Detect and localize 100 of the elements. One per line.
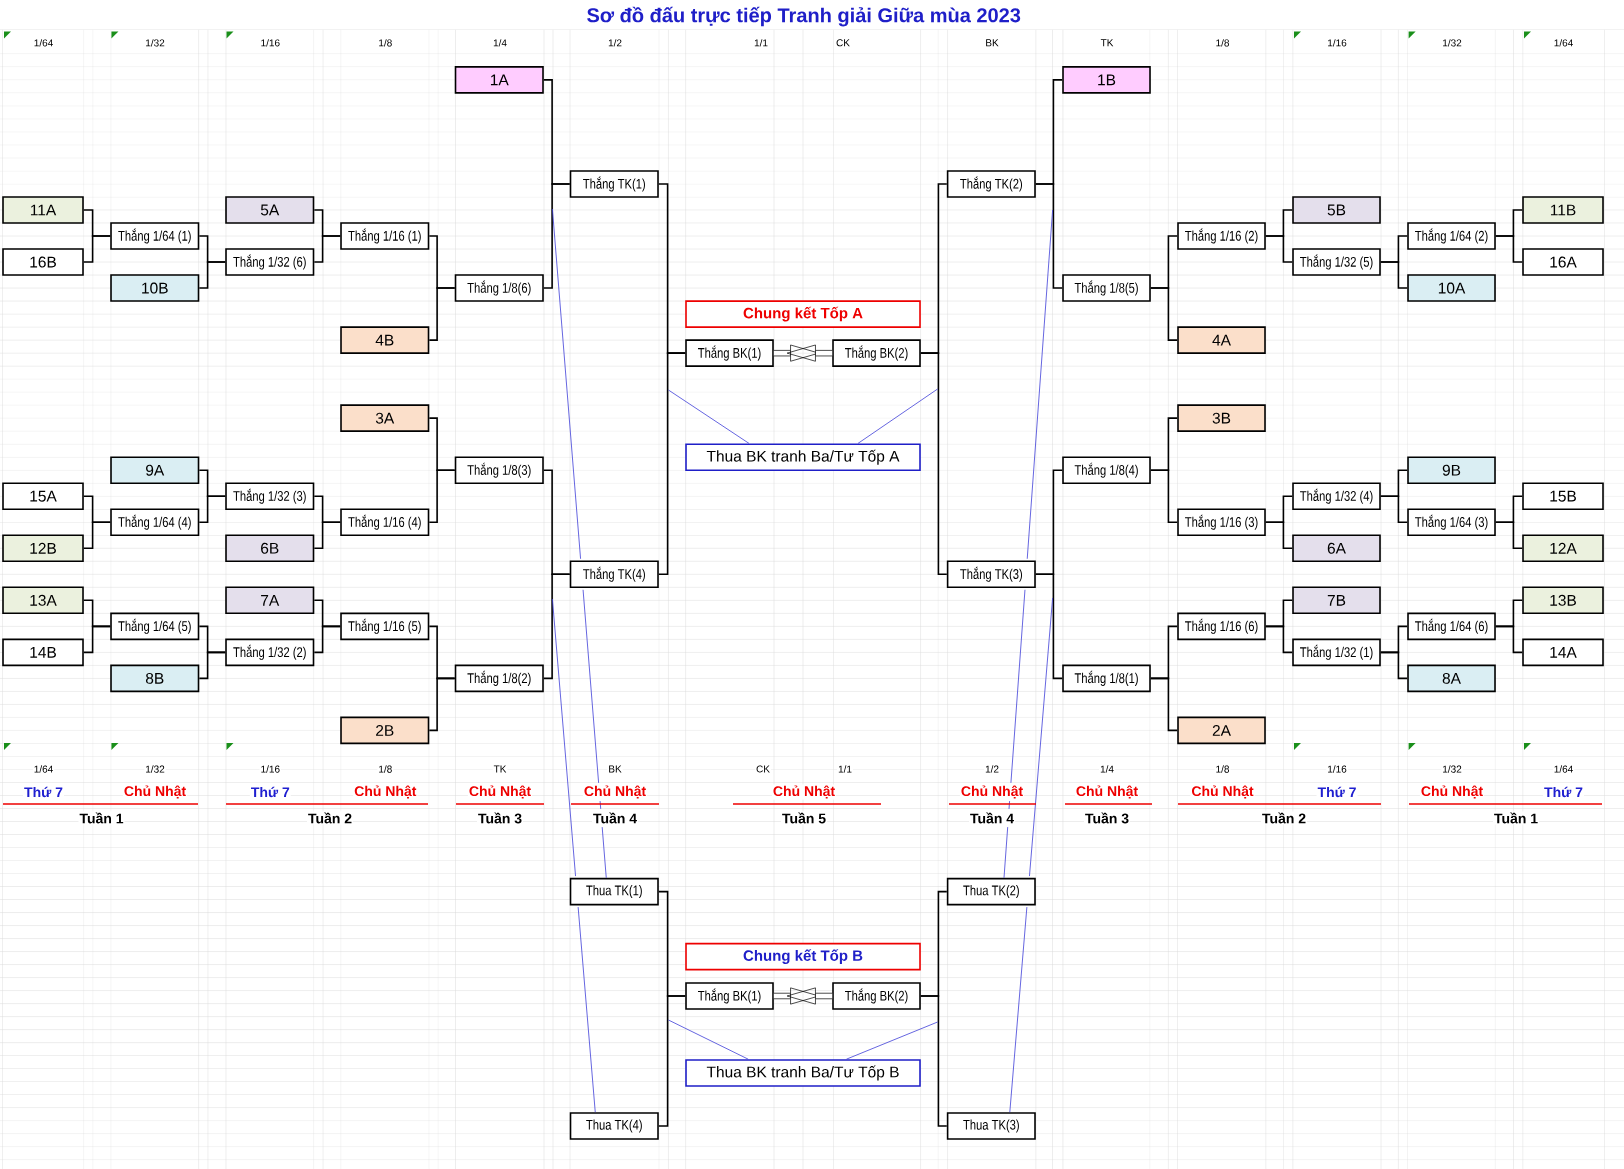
bracket-line [198,495,226,524]
day-label: Chủ Nhật [1419,784,1485,800]
round-label: BK [607,764,623,774]
bracket-line [198,651,226,680]
round-label: 1/32 [1441,38,1463,48]
team-box: 9A [110,456,200,484]
winner-box: Thắng 1/32 (5) [1292,248,1381,276]
winner-box: Thắng 1/32 (6) [225,248,315,276]
team-box: 7A [225,586,315,615]
bracket-line [543,573,571,680]
week-label: Tuần 4 [591,811,639,825]
team-box: 12B [2,534,84,563]
team-box: 12A [1522,534,1604,563]
connector-line [668,1019,749,1060]
versus-arrow [786,344,833,362]
day-label: Chủ Nhật [1190,784,1255,800]
round-label: 1/32 [1441,764,1463,774]
winner-box: Thắng 1/32 (1) [1292,638,1381,667]
day-label: Thứ 7 [249,785,291,799]
winner-box: Thắng 1/8(6) [454,274,544,302]
connector-line [1009,597,1053,1113]
bracket-line [1265,235,1293,263]
day-label: Thứ 7 [1543,785,1584,799]
team-box: 8B [110,664,200,693]
team-box: 1A [454,66,544,94]
bracket-line [428,287,456,341]
bracket-line [1150,677,1178,732]
day-label: Chủ Nhật [122,784,188,800]
bracket-line [1265,625,1293,654]
round-label: 1/64 [32,38,55,48]
winner-box: Thắng 1/64 (5) [110,612,200,641]
team-box: 16A [1522,248,1604,276]
winner-box: Thắng TK(3) [946,560,1036,589]
bracket-line [428,677,456,732]
connector-line [1003,209,1053,879]
winner-box: Thắng 1/8(2) [454,664,544,693]
winner-box: Thắng 1/8(3) [454,456,544,484]
team-box: 15A [2,482,84,511]
week-label: Tuần 1 [78,811,125,825]
third-place-box: Thua BK tranh Ba/Tư Tốp A [685,443,921,471]
team-box: 10A [1407,274,1496,302]
winner-box: Thắng 1/64 (6) [1407,612,1496,641]
round-label: 1/16 [1326,764,1348,774]
winner-box: Thắng 1/16 (5) [340,612,430,641]
round-label: 1/8 [377,764,394,774]
team-box: 6A [1292,534,1381,563]
winner-box: Thắng 1/32 (4) [1292,482,1381,511]
winner-box: Thắng 1/8(5) [1062,274,1151,302]
week-label: Tuần 3 [476,811,524,825]
round-label: 1/8 [1214,38,1231,48]
day-label: Chủ Nhật [1074,784,1140,800]
loser-box: Thua TK(3) [946,1112,1036,1140]
day-label: Chủ Nhật [771,784,837,800]
bracket-line [313,235,341,263]
round-label: 1/64 [1552,38,1575,48]
day-label: Chủ Nhật [467,784,533,800]
round-label: CK [835,38,851,48]
team-box: 8A [1407,664,1496,693]
winner-box: Thắng 1/16 (3) [1177,508,1266,537]
team-box: 5B [1292,196,1381,224]
bracket-line [543,183,571,289]
bracket-line [1150,469,1178,524]
connector-line [668,389,750,444]
day-label: Chủ Nhật [353,784,418,800]
day-label: Thứ 7 [1316,785,1358,799]
winner-box: Thắng BK(2) [832,339,921,367]
bracket-line [1495,625,1523,654]
team-box: 4A [1177,326,1266,354]
round-label: 1/16 [259,38,282,48]
day-label: Chủ Nhật [959,784,1025,800]
winner-box: Thắng 1/16 (2) [1177,222,1266,250]
day-label: Chủ Nhật [582,784,648,800]
round-label: 1/32 [144,764,166,774]
winner-box: Thắng 1/16 (6) [1177,612,1266,641]
winner-box: Thắng 1/64 (2) [1407,222,1496,250]
team-box: 5A [225,196,315,224]
title: Sơ đồ đấu trực tiếp Tranh giải Giữa mùa 2023 [584,4,1023,29]
round-label: 1/4 [1099,764,1115,774]
bracket-line [658,352,686,576]
final-heading-box: Chung kết Tốp A [685,300,921,328]
week-label: Tuần 2 [1260,811,1308,825]
bracket-line [83,235,111,263]
winner-box: Thắng 1/16 (4) [340,508,430,537]
team-box: 7B [1292,586,1381,615]
winner-box: Thắng BK(1) [685,982,774,1010]
week-label: Tuần 3 [1083,811,1131,825]
day-label: Thứ 7 [23,785,64,799]
bracket-line [313,521,341,550]
round-label: 1/64 [1552,764,1575,774]
round-label: CK [755,764,771,774]
team-box: 4B [340,326,430,354]
connector-line [552,208,607,879]
week-label: Tuần 5 [780,811,828,825]
team-box: 14A [1522,638,1604,667]
team-box: 10B [110,274,200,302]
loser-box: Thua TK(2) [946,877,1036,906]
bracket-line [1035,573,1063,680]
team-box: 11B [1522,196,1604,224]
winner-box: Thắng 1/8(4) [1062,456,1151,484]
winner-box: Thắng TK(1) [569,170,659,198]
